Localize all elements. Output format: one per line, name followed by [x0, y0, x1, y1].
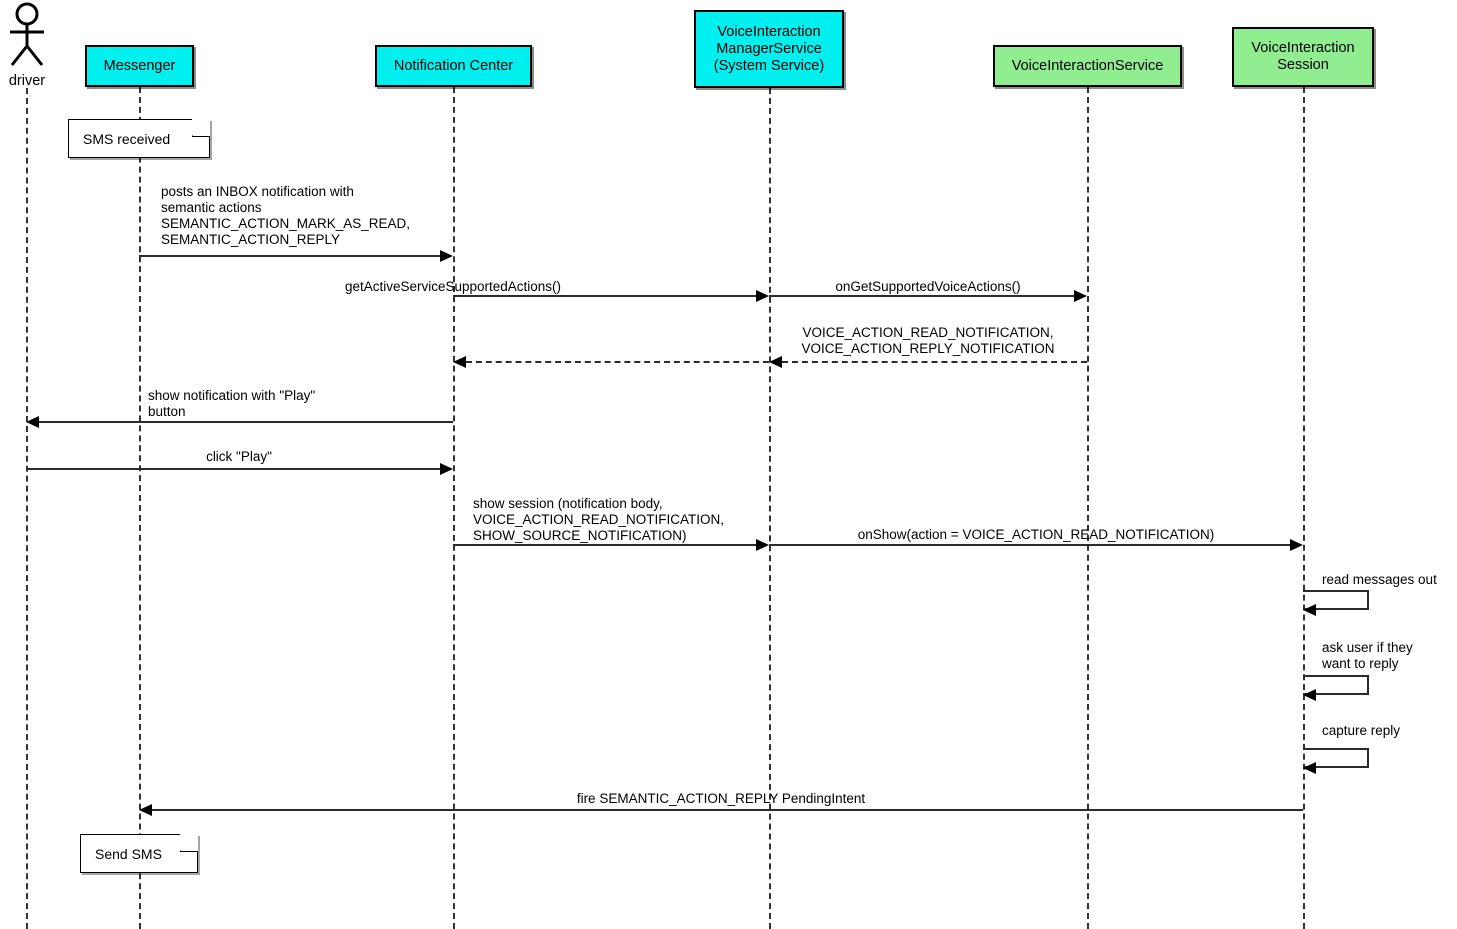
participant-messenger-label: Messenger — [103, 57, 176, 74]
message-label-show-session: show session (notification body, VOICE_A… — [473, 496, 725, 543]
note-send-sms: Send SMS — [80, 833, 198, 873]
message-label-on-get-supported-voice-actions: onGetSupportedVoiceActions() — [835, 279, 1021, 294]
message-line-return-voice-actions-to-notification-center — [466, 361, 769, 363]
selfcall-label-read-messages-out: read messages out — [1322, 572, 1437, 587]
message-line-show-notification-with-play-button — [39, 421, 453, 423]
message-line-get-active-service-supported-actions — [453, 295, 756, 297]
message-arrowhead-return-voice-actions-to-notification-center — [453, 356, 466, 368]
participant-voice-interaction-service-label: VoiceInteractionService — [1011, 57, 1164, 74]
participant-notification-center[interactable]: Notification Center — [375, 45, 532, 87]
participant-notification-center-label: Notification Center — [393, 57, 514, 74]
message-line-return-voice-actions-to-manager — [782, 361, 1087, 363]
message-arrowhead-show-notification-with-play-button — [26, 416, 39, 428]
message-arrowhead-fire-semantic-action-reply-pending-intent — [139, 804, 152, 816]
selfcall-arrowhead-read-messages-out — [1303, 604, 1316, 616]
participant-voice-interaction-manager-service[interactable]: VoiceInteraction ManagerService (System … — [694, 10, 844, 88]
lifeline-voice-interaction-session — [1303, 87, 1305, 929]
note-sms-received-label: SMS received — [83, 130, 171, 147]
selfcall-arrowhead-capture-reply — [1303, 762, 1316, 774]
lifeline-voice-interaction-manager-service — [769, 88, 771, 929]
selfcall-label-ask-user-if-they-want-to-reply: ask user if they want to reply — [1322, 640, 1413, 671]
message-label-on-show: onShow(action = VOICE_ACTION_READ_NOTIFI… — [857, 527, 1215, 542]
participant-voice-interaction-manager-service-label: VoiceInteraction ManagerService (System … — [713, 23, 825, 74]
participant-messenger[interactable]: Messenger — [85, 45, 194, 87]
message-label-get-active-service-supported-actions: getActiveServiceSupportedActions() — [344, 279, 562, 294]
lifeline-voice-interaction-service — [1087, 87, 1089, 929]
participant-voice-interaction-session[interactable]: VoiceInteraction Session — [1232, 27, 1374, 87]
message-arrowhead-on-get-supported-voice-actions — [1074, 290, 1087, 302]
message-line-click-play — [26, 468, 440, 470]
message-line-fire-semantic-action-reply-pending-intent — [152, 809, 1303, 811]
lifeline-driver — [26, 88, 28, 929]
selfcall-loop-capture-reply — [1303, 748, 1369, 768]
participant-voice-interaction-session-label: VoiceInteraction Session — [1251, 40, 1355, 73]
message-arrowhead-get-active-service-supported-actions — [756, 290, 769, 302]
message-label-return-voice-actions: VOICE_ACTION_READ_NOTIFICATION, VOICE_AC… — [801, 325, 1055, 356]
selfcall-arrowhead-ask-user-if-they-want-to-reply — [1303, 689, 1316, 701]
message-label-show-notification-with-play-button: show notification with "Play" button — [148, 388, 316, 419]
message-label-click-play: click "Play" — [206, 449, 272, 464]
note-fold-corner-icon — [192, 118, 210, 137]
stick-figure-icon — [10, 2, 44, 66]
message-line-on-get-supported-voice-actions — [769, 295, 1074, 297]
lifeline-notification-center — [453, 87, 455, 929]
actor-driver: driver — [0, 2, 54, 89]
message-arrowhead-return-voice-actions-to-manager — [769, 356, 782, 368]
message-label-fire-semantic-action-reply-pending-intent: fire SEMANTIC_ACTION_REPLY PendingIntent — [576, 791, 866, 806]
note-fold-corner-icon-2 — [180, 833, 198, 852]
participant-voice-interaction-service[interactable]: VoiceInteractionService — [993, 45, 1182, 87]
selfcall-loop-ask-user-if-they-want-to-reply — [1303, 675, 1369, 695]
message-line-on-show — [769, 544, 1290, 546]
message-arrowhead-post-inbox-notification — [440, 250, 453, 262]
message-label-post-inbox-notification: posts an INBOX notification with semanti… — [161, 184, 411, 247]
lifeline-messenger — [139, 87, 141, 929]
message-arrowhead-on-show — [1290, 539, 1303, 551]
note-sms-received: SMS received — [68, 118, 210, 158]
selfcall-label-capture-reply: capture reply — [1322, 723, 1401, 738]
selfcall-loop-read-messages-out — [1303, 590, 1369, 610]
actor-driver-label: driver — [8, 73, 46, 89]
message-arrowhead-click-play — [440, 463, 453, 475]
message-arrowhead-show-session — [756, 539, 769, 551]
note-send-sms-label: Send SMS — [95, 845, 162, 862]
message-line-post-inbox-notification — [139, 255, 440, 257]
message-line-show-session — [453, 544, 756, 546]
